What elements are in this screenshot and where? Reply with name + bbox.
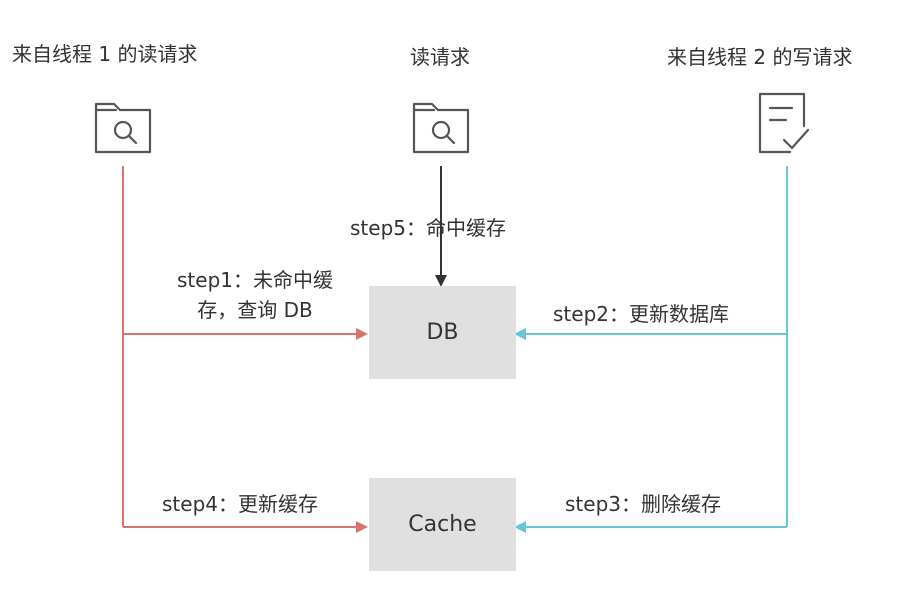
step5-label: step5：命中缓存 <box>350 216 506 240</box>
document-check-icon <box>758 92 810 154</box>
step4-label: step4：更新缓存 <box>162 492 318 516</box>
step1-label-line2: 存，查询 DB <box>197 298 313 322</box>
thread1-read-label: 来自线程 1 的读请求 <box>12 42 198 66</box>
folder-search-icon <box>412 102 470 154</box>
read-request-label: 读请求 <box>410 45 470 69</box>
db-box: DB <box>369 286 516 379</box>
step3-label: step3：删除缓存 <box>565 492 721 516</box>
step2-label: step2：更新数据库 <box>553 302 729 326</box>
thread2-write-label: 来自线程 2 的写请求 <box>667 45 853 69</box>
cache-box: Cache <box>369 478 516 571</box>
step1-label-line1: step1：未命中缓 <box>177 268 333 292</box>
folder-search-icon <box>94 102 152 154</box>
